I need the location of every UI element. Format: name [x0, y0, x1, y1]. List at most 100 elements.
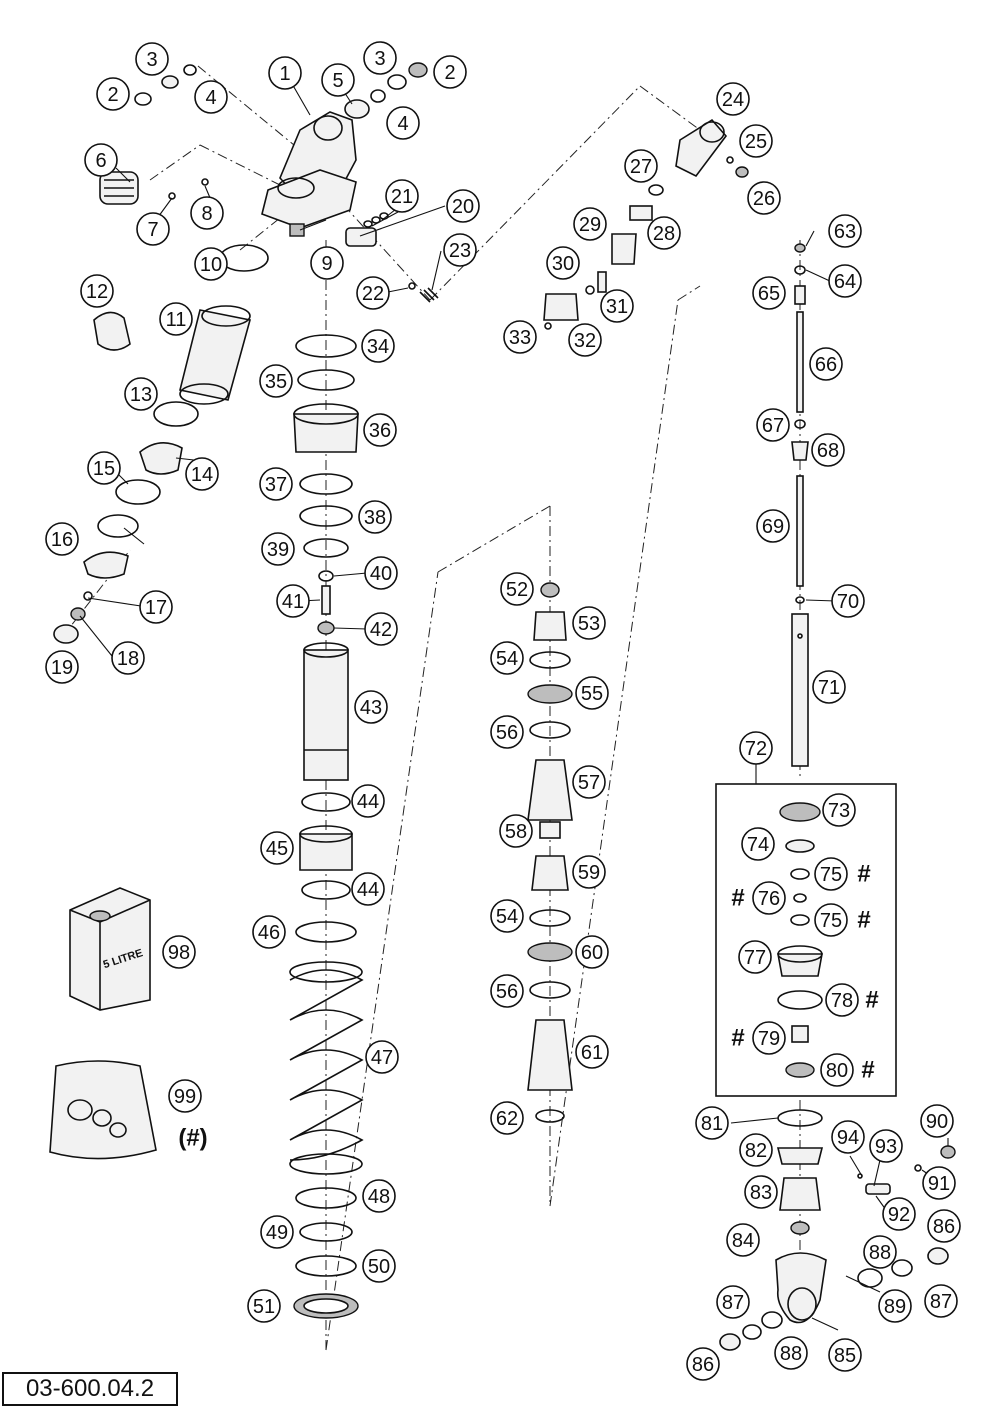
callout-circle	[260, 831, 294, 865]
callout-number: 17	[145, 597, 167, 619]
part-callout-81: 81	[695, 1106, 729, 1140]
callout-number: 4	[397, 113, 408, 135]
callout-circle	[572, 606, 606, 640]
shock-body-top	[99, 111, 357, 237]
callout-circle	[500, 572, 534, 606]
callout-circle	[185, 457, 219, 491]
kit-marker: #	[861, 1057, 874, 1084]
callout-number: 78	[831, 990, 853, 1012]
part-callout-56: 56	[490, 715, 524, 749]
part-callout-29: 29	[573, 207, 607, 241]
callout-number: 10	[200, 254, 222, 276]
callout-number: 31	[606, 296, 628, 318]
part-callout-66: 66	[809, 347, 843, 381]
part-callout-36: 36	[363, 413, 397, 447]
part-callout-68: 68	[811, 433, 845, 467]
leader-lines	[79, 74, 949, 1331]
callout-number: 18	[117, 648, 139, 670]
callout-number: 76	[758, 888, 780, 910]
callout-number: 33	[509, 327, 531, 349]
part-callout-48: 48	[362, 1179, 396, 1213]
seal-kit-note: (#)	[178, 1125, 207, 1152]
callout-number: 59	[578, 862, 600, 884]
callout-circle	[828, 214, 862, 248]
callout-number: 88	[780, 1343, 802, 1365]
part-callout-61: 61	[575, 1035, 609, 1069]
part-callout-78: 78	[825, 983, 859, 1017]
callout-number: 41	[282, 591, 304, 613]
part-callout-92: 92	[882, 1197, 916, 1231]
callout-number: 23	[449, 240, 471, 262]
assembly-axes	[59, 65, 801, 1351]
callout-number: 73	[828, 800, 850, 822]
part-callout-39: 39	[261, 532, 295, 566]
part-callout-90: 90	[920, 1104, 954, 1138]
callout-circle	[362, 1179, 396, 1213]
part-callout-42: 42	[364, 612, 398, 646]
callout-circle	[828, 264, 862, 298]
part-callout-26: 26	[747, 181, 781, 215]
callout-number: 7	[147, 219, 158, 241]
callout-circle	[433, 55, 467, 89]
callout-circle	[490, 974, 524, 1008]
callout-circle	[825, 983, 859, 1017]
callout-number: 84	[732, 1230, 754, 1252]
callout-number: 2	[107, 84, 118, 106]
part-callout-13: 13	[124, 377, 158, 411]
callout-circle	[863, 1235, 897, 1269]
part-callout-55: 55	[575, 676, 609, 710]
callout-circle	[828, 1338, 862, 1372]
callout-circle	[774, 1336, 808, 1370]
callout-number: 3	[374, 48, 385, 70]
callout-circle	[45, 522, 79, 556]
callout-number: 9	[321, 253, 332, 275]
callout-number: 66	[815, 354, 837, 376]
part-callout-32: 32	[568, 323, 602, 357]
callout-number: 64	[834, 271, 856, 293]
callout-number: 5	[332, 70, 343, 92]
callout-number: 61	[581, 1042, 603, 1064]
callout-circle	[490, 1101, 524, 1135]
part-callout-30: 30	[546, 246, 580, 280]
callout-number: 75	[820, 864, 842, 886]
callout-number: 54	[496, 648, 518, 670]
callout-number: 48	[368, 1186, 390, 1208]
part-callout-25: 25	[739, 124, 773, 158]
callout-circle	[756, 509, 790, 543]
callout-circle	[490, 715, 524, 749]
part-callout-20: 20	[446, 189, 480, 223]
callout-number: 75	[820, 910, 842, 932]
part-callout-1: 1	[268, 56, 302, 90]
part-callout-49: 49	[260, 1215, 294, 1249]
part-callout-12: 12	[80, 274, 114, 308]
callout-circle	[321, 63, 355, 97]
callout-number: 86	[692, 1354, 714, 1376]
callout-circle	[139, 590, 173, 624]
callout-circle	[96, 77, 130, 111]
callout-number: 82	[745, 1140, 767, 1162]
callout-number: 98	[168, 942, 190, 964]
callout-number: 74	[747, 834, 769, 856]
callout-circle	[600, 289, 634, 323]
oil-can: 5 LITRE	[69, 887, 151, 1011]
part-callout-56: 56	[490, 974, 524, 1008]
callout-circle	[87, 451, 121, 485]
part-callout-8: 8	[190, 196, 224, 230]
callout-circle	[363, 413, 397, 447]
callout-circle	[624, 149, 658, 183]
callout-circle	[814, 903, 848, 937]
callout-circle	[252, 915, 286, 949]
callout-circle	[575, 935, 609, 969]
part-callout-99: 99	[168, 1079, 202, 1113]
callout-number: 54	[496, 906, 518, 928]
part-callout-6: 6	[84, 143, 118, 177]
callout-number: 30	[552, 253, 574, 275]
part-callout-59: 59	[572, 855, 606, 889]
part-callout-15: 15	[87, 451, 121, 485]
part-callout-19: 19	[45, 650, 79, 684]
callout-number: 79	[758, 1028, 780, 1050]
callout-circle	[927, 1209, 961, 1243]
callout-number: 12	[86, 281, 108, 303]
part-callout-31: 31	[600, 289, 634, 323]
